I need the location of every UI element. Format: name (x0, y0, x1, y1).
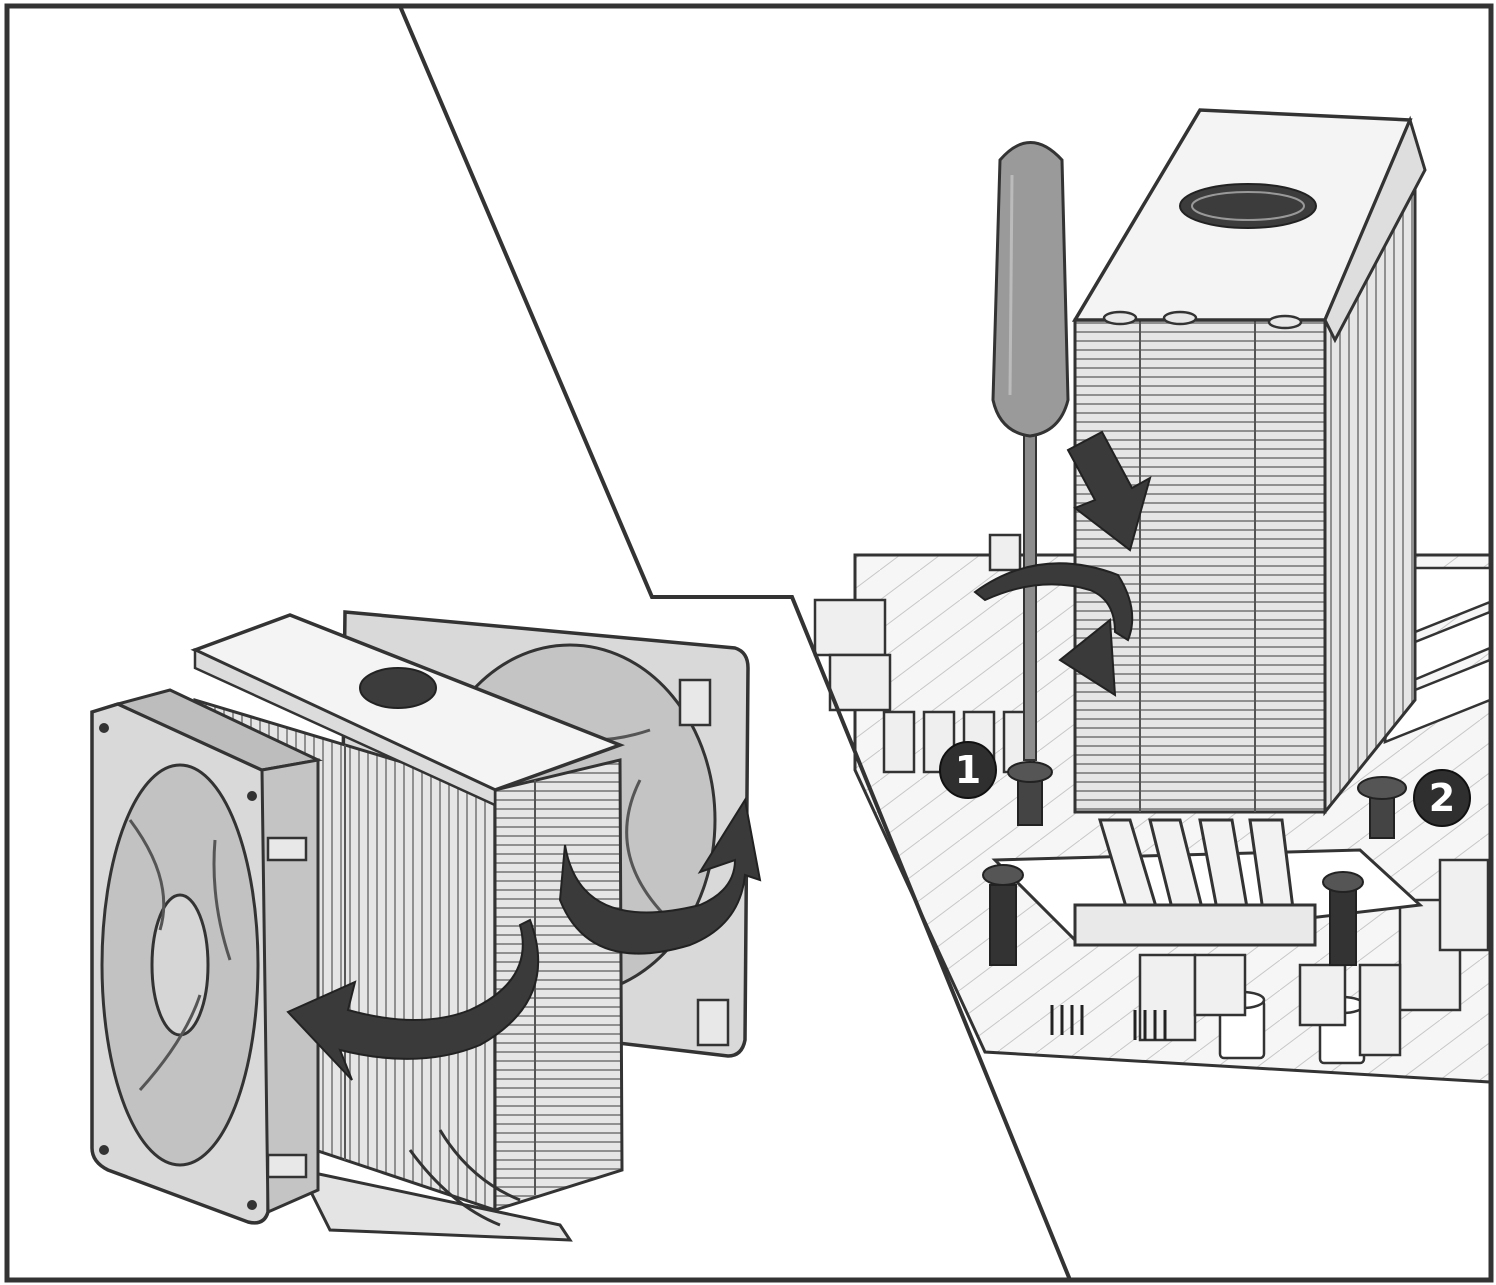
heatsink-fins-side (493, 758, 624, 1213)
curved-arrow-icon (973, 562, 1134, 642)
heatsink-base (297, 1167, 573, 1242)
step-label-2: 2 (1429, 776, 1455, 820)
curved-arrow-icon (286, 918, 540, 1081)
logo-badge-left (359, 667, 437, 709)
screwdriver (991, 141, 1070, 761)
screw-icon (982, 864, 1024, 966)
screw-icon (1357, 776, 1407, 839)
left-panel-cooler-assembly (90, 610, 762, 1242)
down-arrow-icon (1066, 430, 1152, 552)
right-panel-motherboard-install: 1 2 (813, 108, 1492, 1084)
cooler-base-plate (1073, 903, 1317, 947)
curved-arrow-icon (558, 797, 762, 955)
step-label-1: 1 (955, 748, 981, 792)
screw-icon (1007, 761, 1053, 826)
screwdriver-handle (991, 141, 1070, 438)
logo-badge-top (1179, 183, 1317, 229)
header-pins (1050, 1005, 1167, 1040)
panel-divider-line (398, 5, 1072, 1281)
board-chips (1138, 858, 1490, 1057)
heatpipes-base (1097, 818, 1297, 927)
fan-clip (266, 836, 308, 862)
cooler-tower-fins-front (1073, 318, 1327, 814)
step-badge-1: 1 (939, 741, 997, 799)
screw-icon (1322, 871, 1364, 966)
step-badge-2: 2 (1413, 769, 1471, 827)
